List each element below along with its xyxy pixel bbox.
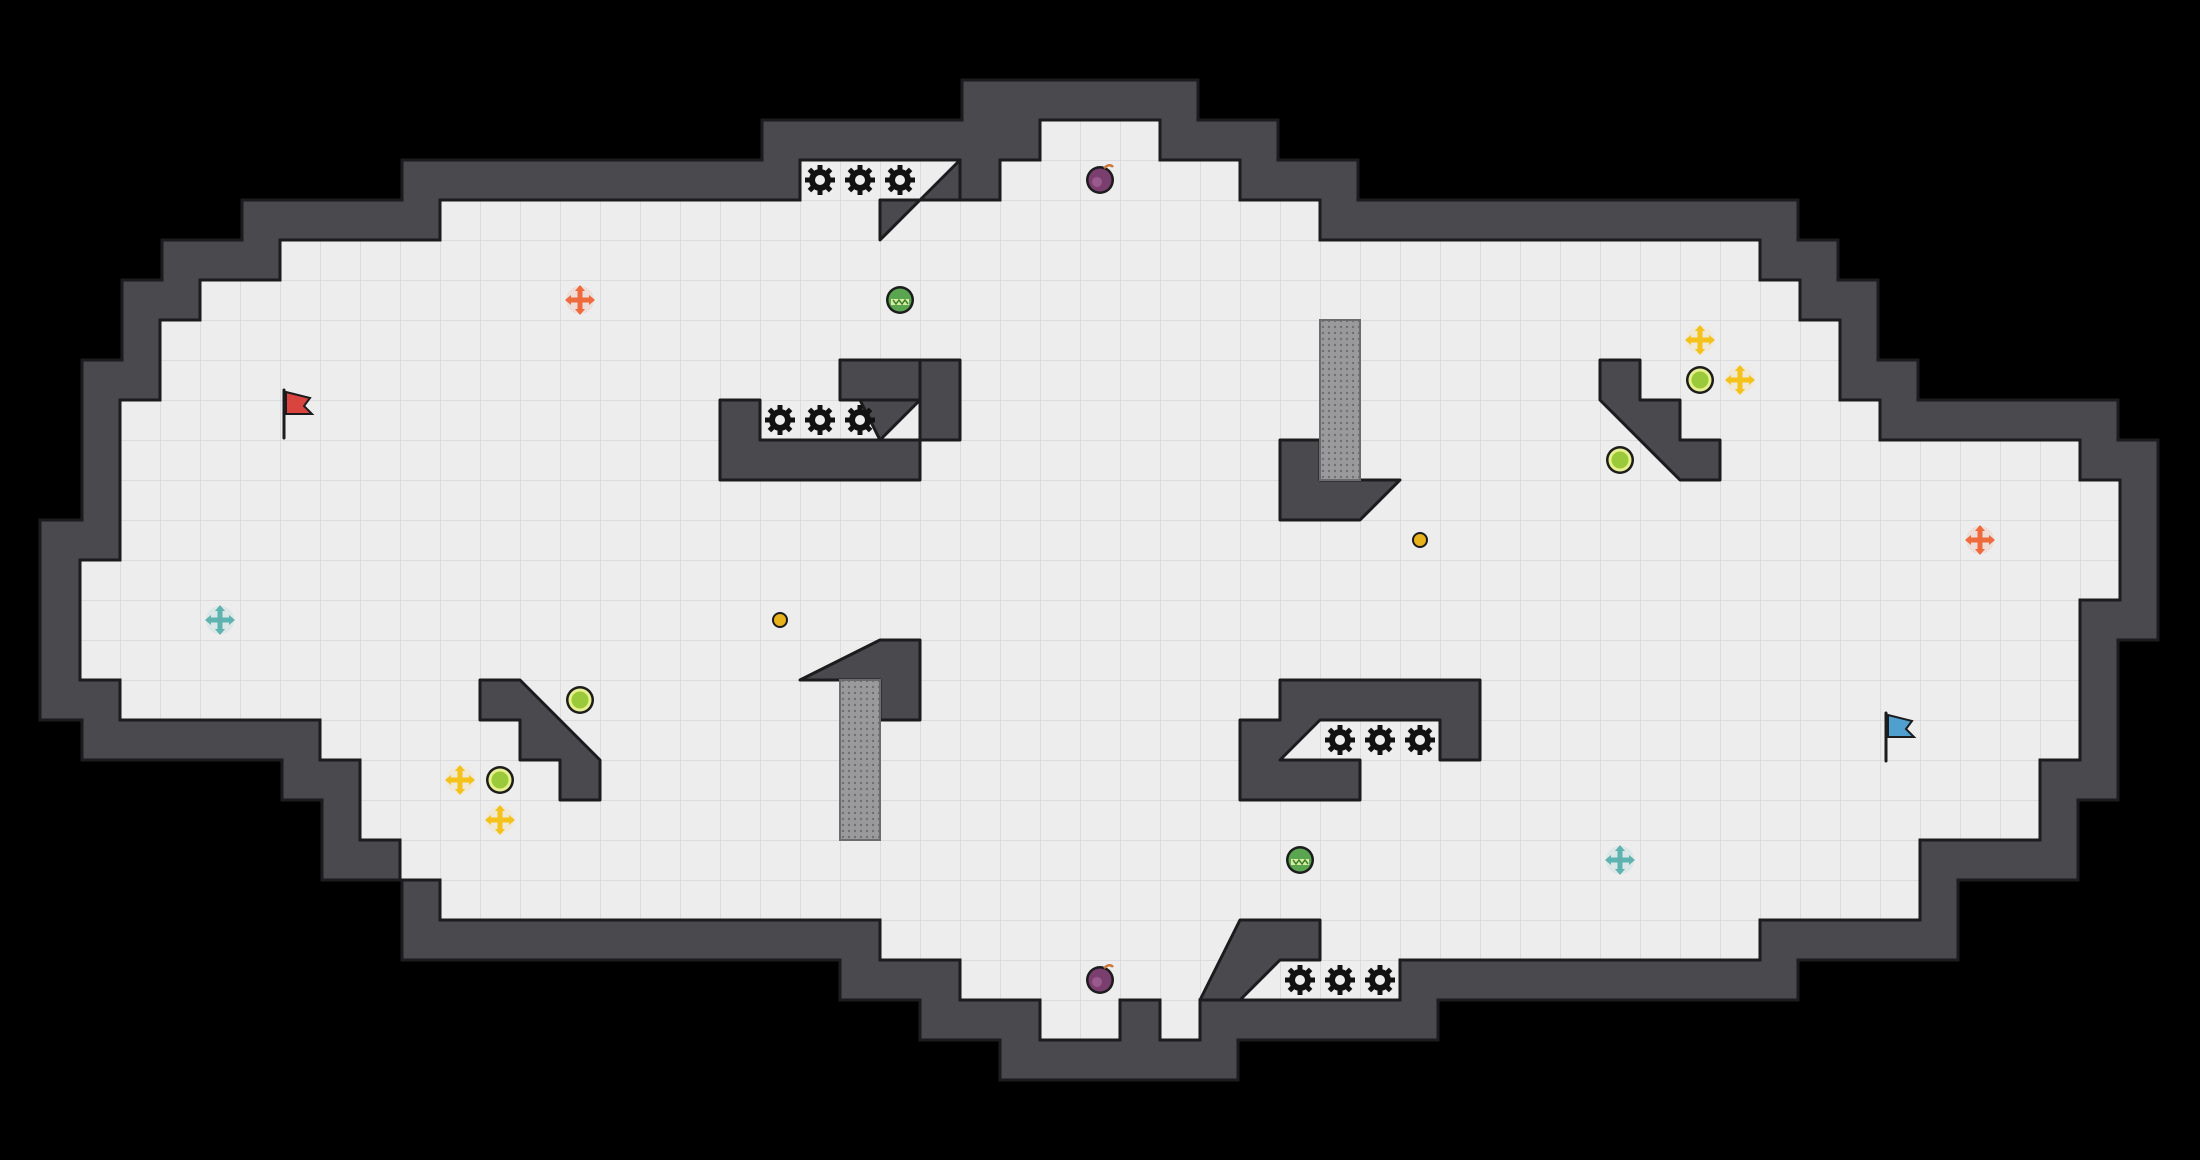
wall-block — [878, 158, 962, 242]
gate-icon — [885, 285, 915, 315]
pellet-icon — [1412, 532, 1428, 548]
spike-icon — [1365, 725, 1395, 755]
spike-icon — [1285, 965, 1315, 995]
pellet-icon — [772, 612, 788, 628]
wall-block — [478, 678, 602, 802]
wall-block — [1198, 918, 1322, 1002]
gate-icon — [1285, 845, 1315, 875]
grates — [839, 319, 1361, 841]
spike-icon — [765, 405, 795, 435]
spike-icon — [1325, 725, 1355, 755]
power-up-icon — [486, 766, 514, 794]
wall-block — [838, 358, 922, 402]
power-up-icon — [566, 686, 594, 714]
power-up-icon — [1686, 366, 1714, 394]
blue-flag-icon — [1884, 711, 1917, 763]
spike-icon — [1325, 965, 1355, 995]
red-flag-icon — [282, 388, 315, 440]
grate-strip — [1319, 319, 1361, 481]
grate-strip — [839, 679, 881, 841]
spike-icon — [845, 165, 875, 195]
spike-icon — [805, 165, 835, 195]
spike-icon — [1405, 725, 1435, 755]
spike-icon — [885, 165, 915, 195]
spike-icon — [805, 405, 835, 435]
power-up-icon — [1606, 446, 1634, 474]
map-walls — [38, 78, 2160, 1082]
wall-block — [1238, 678, 1482, 802]
spike-icon — [1365, 965, 1395, 995]
pellets — [772, 532, 1428, 628]
wall-block — [1598, 358, 1722, 482]
spike-icon — [845, 405, 875, 435]
